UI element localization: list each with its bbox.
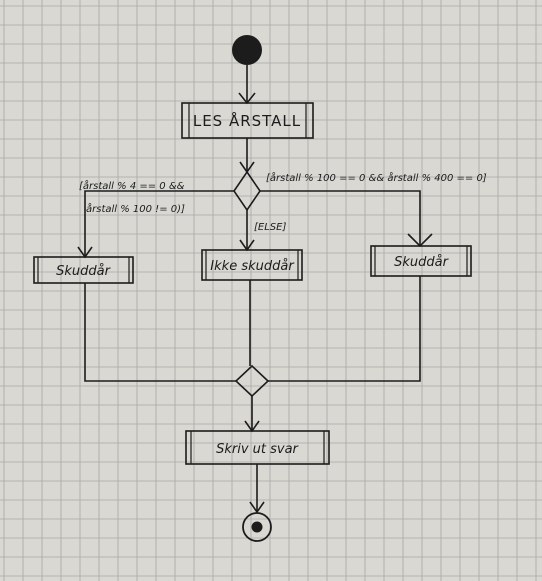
- not-leap-year-label: Ikke skuddår: [210, 259, 295, 274]
- start-node: [232, 35, 262, 65]
- arrowhead-end: [249, 501, 265, 514]
- leap-year-left-label: Skuddår: [56, 264, 111, 279]
- guard-left-line2: årstall % 100 != 0)]: [86, 202, 185, 215]
- leap-year-right-label: Skuddår: [394, 255, 449, 270]
- node-leap-year-left: Skuddår: [33, 256, 134, 284]
- node-read-year: LES ÅRSTALL: [181, 102, 314, 139]
- read-year-label: LES ÅRSTALL: [193, 111, 301, 130]
- flow-decision-to-left: [84, 190, 234, 257]
- guard-else: [ELSE]: [254, 222, 286, 233]
- write-answer-label: Skriv ut svar: [216, 442, 299, 457]
- guard-left-line1: [årstall % 4 == 0 &&: [79, 179, 185, 192]
- end-node: [242, 512, 272, 542]
- decision-diamond: [233, 170, 261, 212]
- flow-left-to-merge: [84, 283, 236, 382]
- merge-diamond: [234, 364, 270, 398]
- node-leap-year-right: Skuddår: [370, 245, 472, 277]
- node-not-leap-year: Ikke skuddår: [201, 249, 303, 281]
- guard-right: [årstall % 100 == 0 && årstall % 400 == …: [266, 171, 487, 184]
- flow-decision-to-right: [260, 190, 421, 246]
- node-write-answer: Skriv ut svar: [185, 430, 330, 465]
- flow-right-to-merge: [268, 276, 421, 382]
